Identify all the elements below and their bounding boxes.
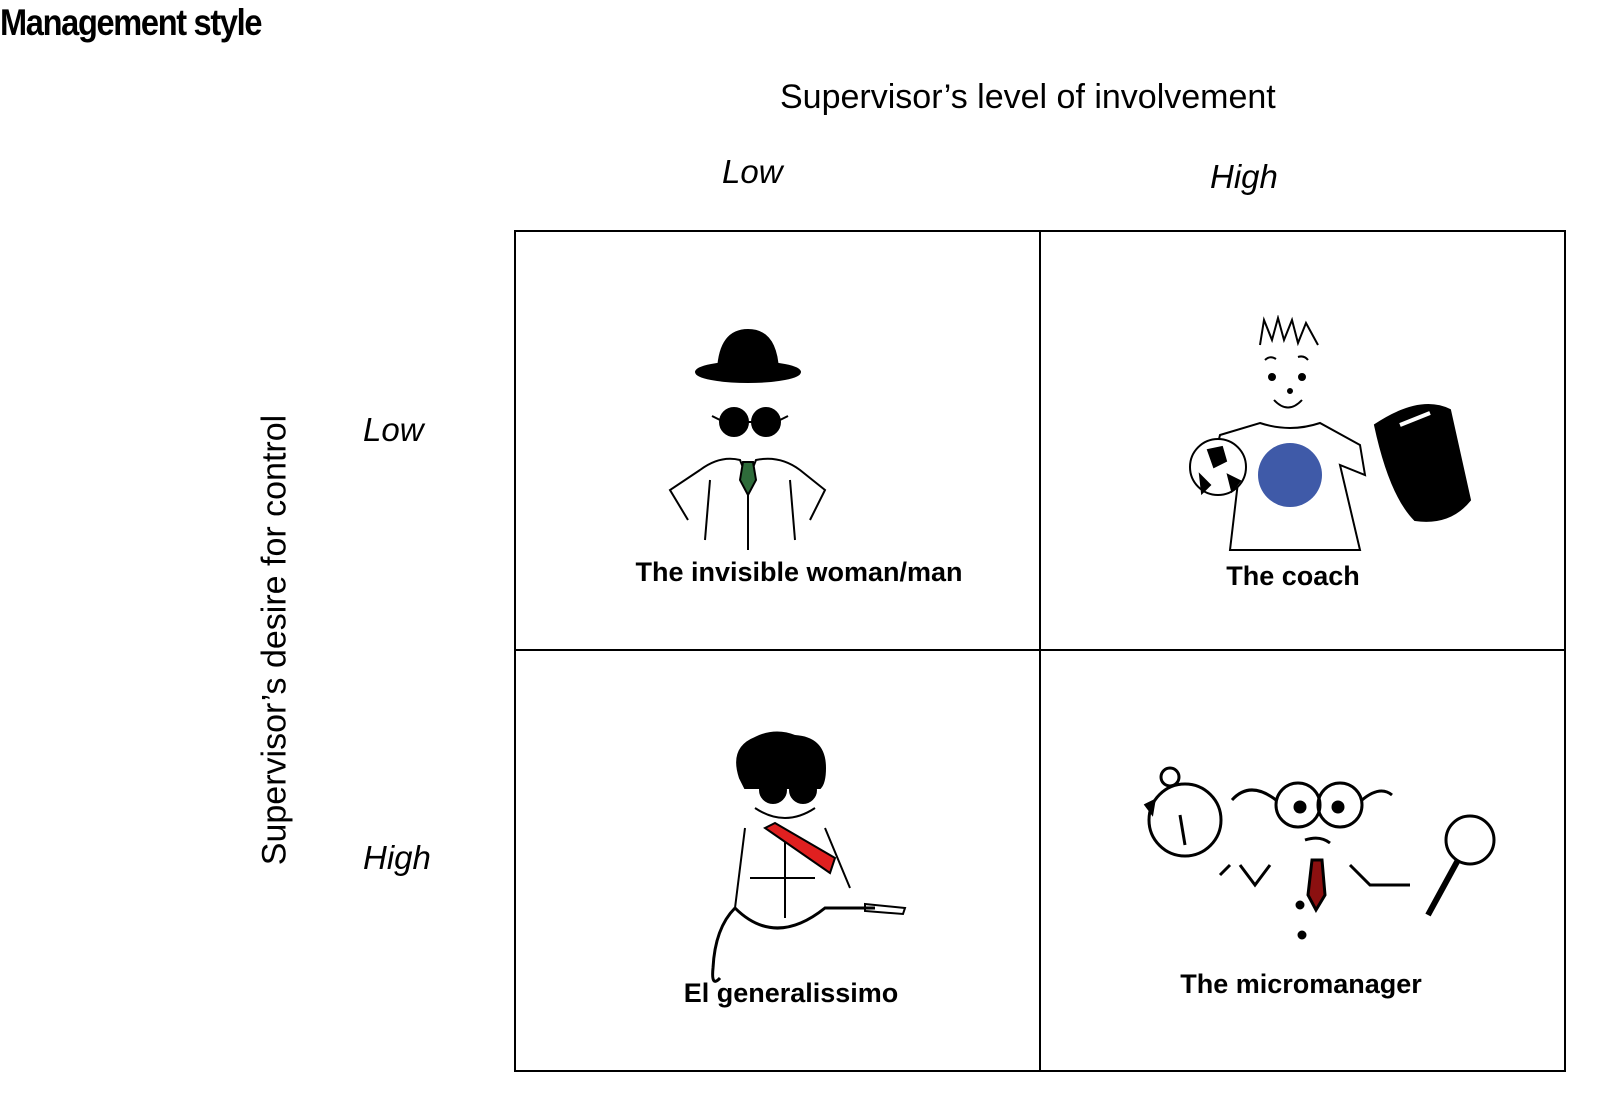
x-level-high: High bbox=[1210, 158, 1278, 195]
y-level-high: High bbox=[363, 839, 431, 876]
x-level-low: Low bbox=[722, 153, 783, 190]
quadrant-label-invisible: The invisible woman/man bbox=[635, 557, 963, 587]
coach-with-ball-and-clipboard-icon bbox=[1189, 315, 1472, 551]
general-with-sash-and-whip-icon bbox=[711, 731, 907, 983]
y-axis-label: Supervisor’s desire for control bbox=[255, 414, 294, 866]
page-title: Management style bbox=[0, 2, 262, 43]
grid-divider-vertical bbox=[1039, 230, 1041, 1072]
grid-divider-horizontal bbox=[514, 649, 1566, 651]
y-level-low: Low bbox=[363, 411, 424, 448]
quadrant-label-generalissimo: El generalissimo bbox=[683, 978, 899, 1008]
quadrant-label-micromanager: The micromanager bbox=[1180, 969, 1422, 999]
bowler-hat-figure-icon bbox=[668, 328, 827, 550]
x-axis-label: Supervisor’s level of involvement bbox=[780, 78, 1276, 116]
quadrant-label-coach: The coach bbox=[1226, 561, 1360, 591]
micromanager-with-stopwatch-and-magnifier-icon bbox=[1143, 766, 1496, 940]
